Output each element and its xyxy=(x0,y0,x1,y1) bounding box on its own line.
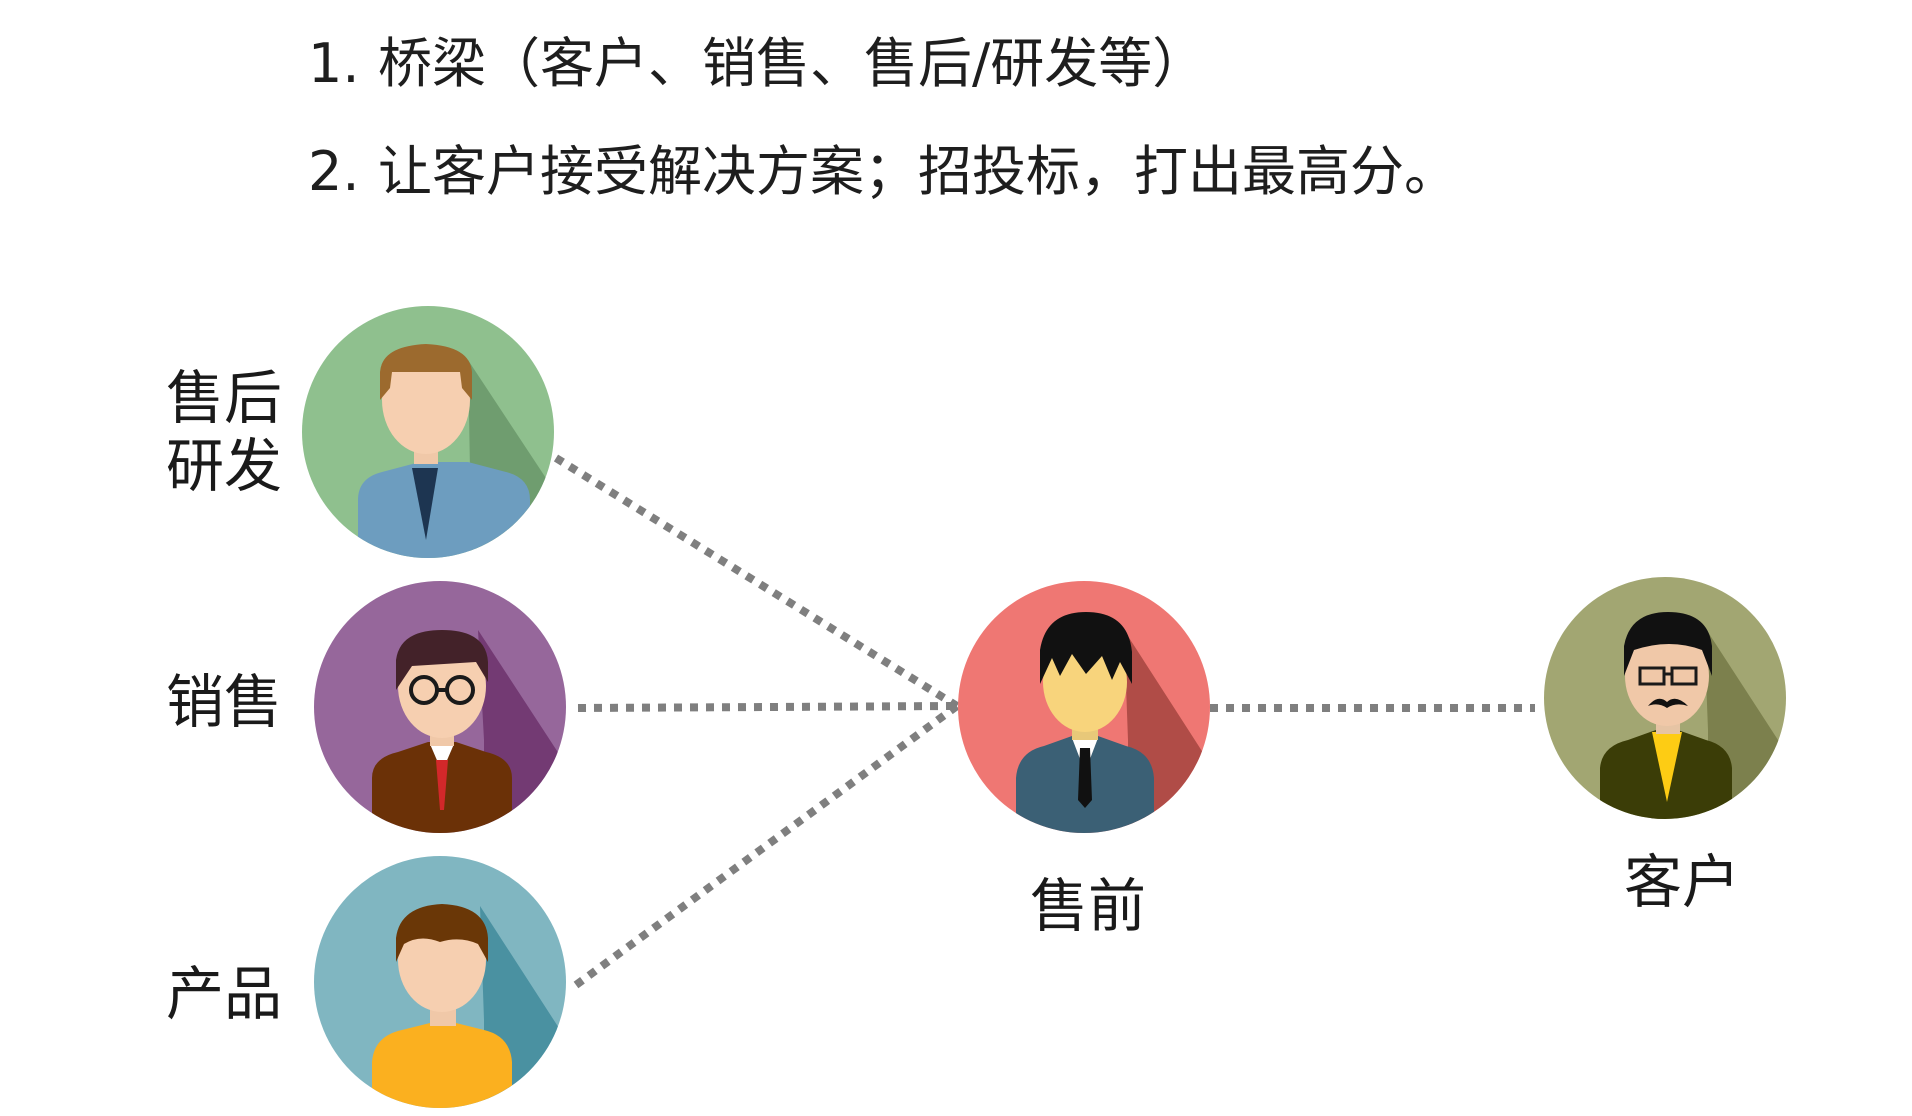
connector-sales-to-presales xyxy=(577,702,958,712)
man-avatar-icon xyxy=(372,904,566,1108)
mustache-man-avatar-icon xyxy=(1600,612,1786,819)
point-1-number: 1. xyxy=(308,32,360,95)
presales-avatar xyxy=(958,581,1210,833)
customer-avatar xyxy=(1544,577,1786,819)
point-1-text: 桥梁（客户、销售、售后/研发等） xyxy=(378,32,1207,95)
point-1: 1. 桥梁（客户、销售、售后/研发等） xyxy=(308,10,1458,118)
label-after-sales-rd: 售后 研发 xyxy=(166,364,283,500)
after-sales-rd-avatar xyxy=(302,306,554,558)
label-customer: 客户 xyxy=(1624,848,1741,916)
suit-man-avatar-icon xyxy=(1016,612,1210,833)
connector-lines xyxy=(553,454,1535,989)
product-avatar xyxy=(314,856,566,1108)
point-2-number: 2. xyxy=(308,140,360,203)
point-2-text: 让客户接受解决方案；招投标，打出最高分。 xyxy=(378,140,1458,203)
man-avatar-icon xyxy=(358,344,554,558)
label-presales: 售前 xyxy=(1030,872,1147,940)
key-points-list: 1. 桥梁（客户、销售、售后/研发等） 2. 让客户接受解决方案；招投标，打出最高分… xyxy=(308,10,1458,226)
connector-rd-to-presales xyxy=(553,454,960,710)
point-2: 2. 让客户接受解决方案；招投标，打出最高分。 xyxy=(308,118,1458,226)
connector-product-to-presales xyxy=(573,702,960,989)
sales-avatar xyxy=(314,581,566,833)
label-sales: 销售 xyxy=(166,668,283,736)
label-product: 产品 xyxy=(166,960,283,1028)
glasses-man-avatar-icon xyxy=(372,630,566,833)
